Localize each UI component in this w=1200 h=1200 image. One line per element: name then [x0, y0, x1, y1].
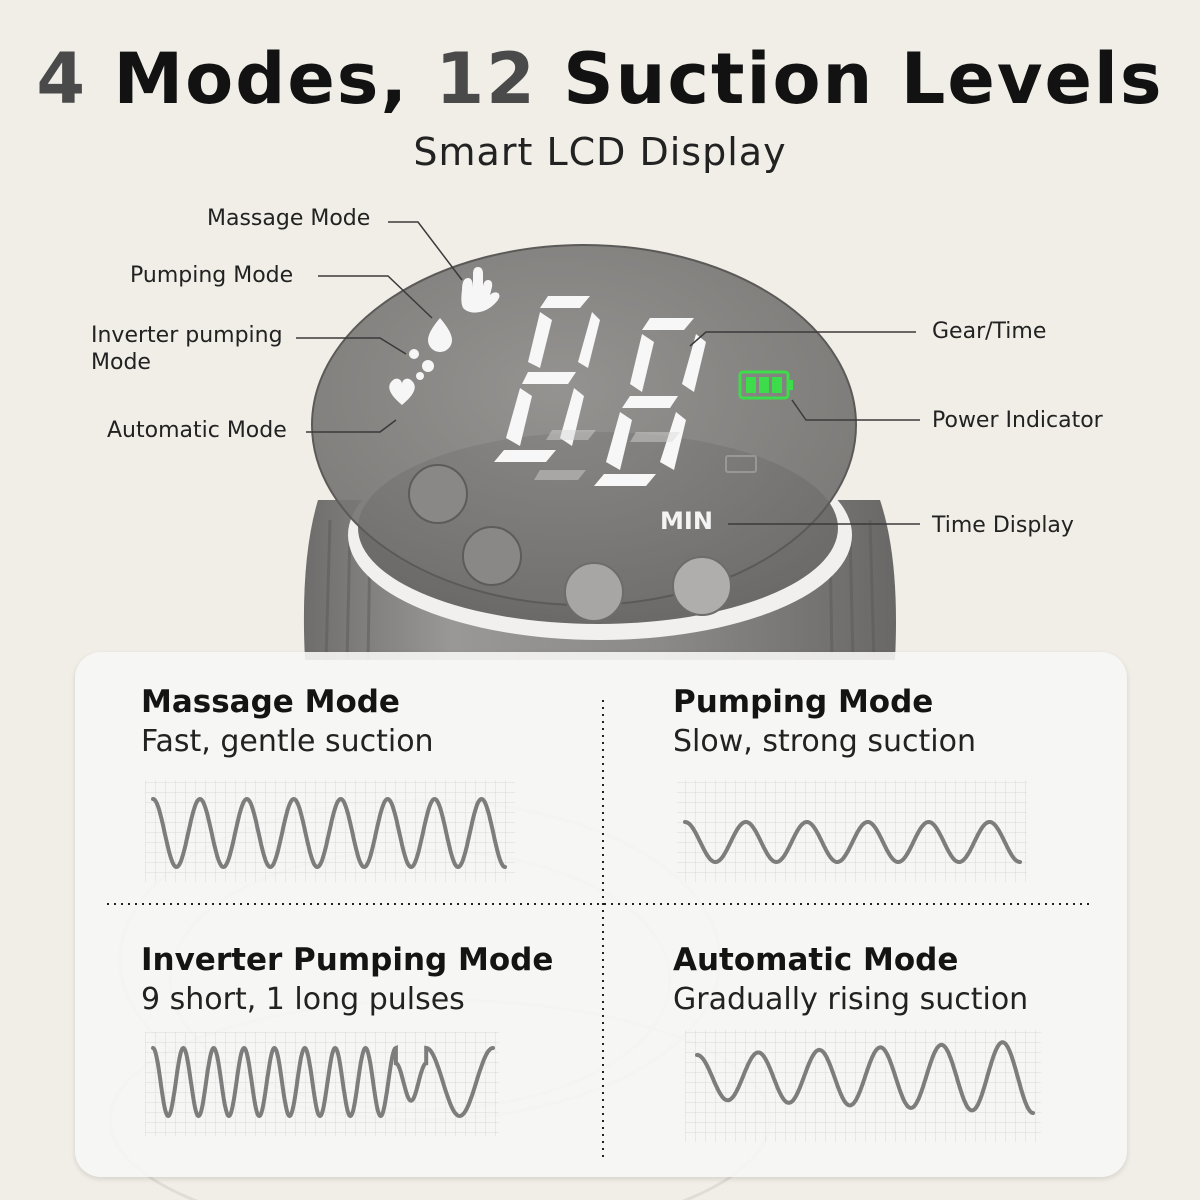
massage-mode-title: Massage Mode [141, 684, 400, 720]
modes-panel: Massage Mode Fast, gentle suction Pumpin… [75, 652, 1127, 1177]
pumping-mode-title: Pumping Mode [673, 684, 934, 720]
inverter-mode-title: Inverter Pumping Mode [141, 942, 554, 978]
page-subtitle: Smart LCD Display [413, 130, 787, 174]
title-levels-text: Suction Levels [536, 38, 1164, 120]
callout-automatic-mode: Automatic Mode [107, 418, 287, 443]
massage-wave [151, 796, 507, 870]
drops-icon [409, 349, 434, 380]
grid-inverter [145, 1032, 499, 1136]
grid-pumping [677, 780, 1027, 882]
lcd-digits [494, 296, 706, 486]
drop-icon [428, 318, 452, 352]
device-buttons [408, 464, 732, 622]
callout-power-indicator: Power Indicator [932, 408, 1103, 433]
callout-time-display: Time Display [932, 513, 1074, 538]
callout-gear-time: Gear/Time [932, 319, 1047, 344]
heart-icon [389, 378, 415, 405]
callout-pumping-mode: Pumping Mode [130, 263, 294, 288]
automatic-mode-title: Automatic Mode [673, 942, 959, 978]
massage-mode-desc: Fast, gentle suction [141, 724, 434, 759]
battery-icon [738, 370, 793, 400]
page-title: 4 Modes, 12 Suction Levels [0, 38, 1200, 120]
pumping-mode-desc: Slow, strong suction [673, 724, 976, 759]
battery-reflection-icon [725, 455, 757, 473]
callout-inverter-line1: Inverter pumping [91, 323, 283, 348]
title-mode-count: 4 [36, 38, 88, 120]
callout-inverter-mode: Inverter pumping Mode [91, 322, 283, 376]
callout-inverter-line2: Mode [91, 350, 151, 375]
pumping-wave [683, 819, 1022, 865]
inverter-mode-desc: 9 short, 1 long pulses [141, 982, 465, 1017]
lcd-unit-label: MIN [660, 507, 713, 535]
automatic-mode-desc: Gradually rising suction [673, 982, 1029, 1017]
hand-icon [461, 267, 500, 313]
leader-lines [296, 221, 920, 525]
title-modes-text: Modes, [87, 38, 436, 120]
callout-massage-mode: Massage Mode [207, 206, 371, 231]
lcd-reflection [534, 430, 680, 480]
title-level-count: 12 [435, 38, 537, 120]
panel-graphics [107, 700, 1093, 1157]
inverter-wave [151, 1045, 495, 1119]
automatic-wave [695, 1040, 1035, 1115]
